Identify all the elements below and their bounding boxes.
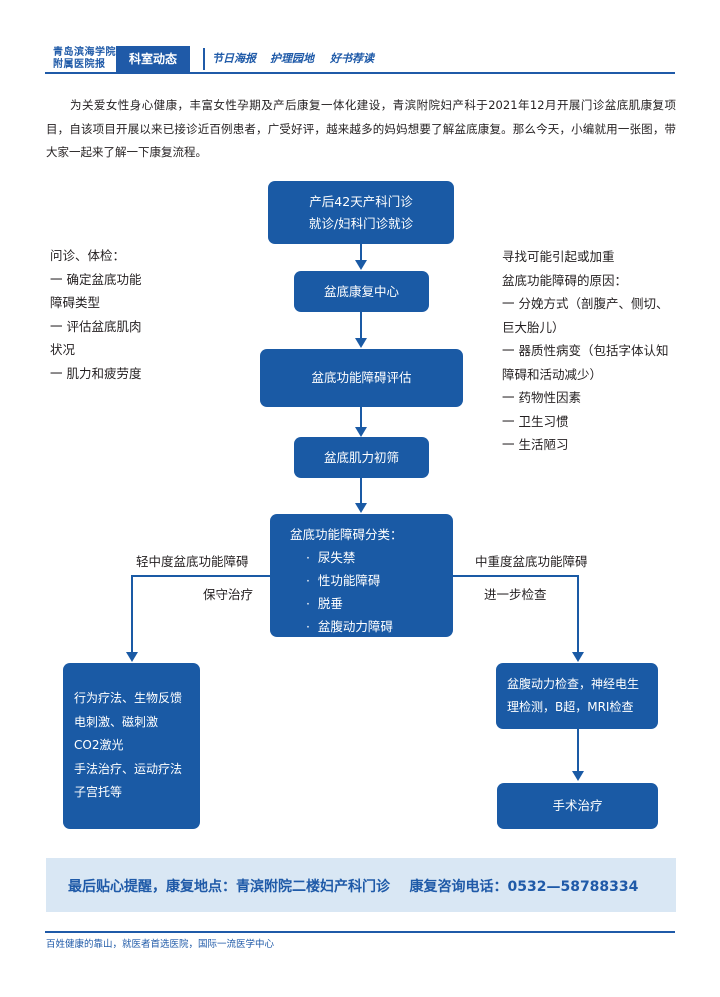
flow-step1-line2: 就诊/妇科门诊就诊 xyxy=(308,215,414,231)
footer-rule xyxy=(45,931,675,933)
left-branch-label: 轻中度盆底功能障碍 xyxy=(136,554,249,569)
footer-slogan: 百姓健康的靠山，就医者首选医院，国际一流医学中心 xyxy=(46,939,275,950)
header-divider xyxy=(203,48,205,70)
connector xyxy=(360,244,362,261)
classification-item: · 尿失禁 xyxy=(306,550,356,565)
classification-title: 盆底功能障碍分类： xyxy=(290,527,403,542)
treatment-line: 电刺激、磁刺激 xyxy=(74,714,159,729)
surgery-box: 手术治疗 xyxy=(497,783,658,829)
classification-item: · 盆腹动力障碍 xyxy=(306,619,393,634)
hospital-logo-line1: 青岛滨海学院 xyxy=(53,47,116,58)
right-note-line: 障碍和活动减少） xyxy=(502,366,603,382)
treatment-line: 手法治疗、运动疗法 xyxy=(74,761,183,776)
header-link-book-reading[interactable]: 好书荐读 xyxy=(330,52,374,65)
right-note-line: 一 卫生习惯 xyxy=(502,413,569,429)
further-exam-box: 盆腹动力检查，神经电生 理检测，B超，MRI检查 xyxy=(496,663,658,729)
left-note-line: 障碍类型 xyxy=(50,295,101,310)
arrow-down-icon xyxy=(355,260,367,270)
flow-step-classification: 盆底功能障碍分类： · 尿失禁 · 性功能障碍 · 脱垂 · 盆腹动力障碍 xyxy=(270,514,453,637)
left-note-line: 一 确定盆底功能 xyxy=(50,271,142,287)
arrow-down-icon xyxy=(355,427,367,437)
classification-item: · 脱垂 xyxy=(306,596,343,611)
left-note-line: 问诊、体检： xyxy=(50,248,126,263)
right-note-line: 一 分娩方式（剖腹产、侧切、 xyxy=(502,296,669,311)
right-branch-label: 中重度盆底功能障碍 xyxy=(475,554,588,569)
connector xyxy=(360,478,362,503)
left-note-line: 一 评估盆底肌肉 xyxy=(50,318,142,334)
flow-step-dysfunction-assessment: 盆底功能障碍评估 xyxy=(260,349,463,407)
arrow-down-icon xyxy=(572,652,584,662)
flow-step-obstetric-clinic: 产后42天产科门诊 就诊/妇科门诊就诊 xyxy=(268,181,454,244)
conservative-treatment-box: 行为疗法、生物反馈 电刺激、磁刺激 CO2激光 手法治疗、运动疗法 子宫托等 xyxy=(63,663,200,829)
arrow-down-icon xyxy=(126,652,138,662)
treatment-line: CO2激光 xyxy=(74,738,124,752)
connector xyxy=(131,575,133,653)
right-note-line: 一 生活陋习 xyxy=(502,437,569,452)
right-note: 寻找可能引起或加重 盆底功能障碍的原因： 一 分娩方式（剖腹产、侧切、 巨大胎儿… xyxy=(502,245,687,457)
flow-step1-line1: 产后42天产科门诊 xyxy=(309,193,413,209)
header-link-nursing[interactable]: 护理园地 xyxy=(270,52,314,65)
right-note-line: 巨大胎儿） xyxy=(502,319,565,335)
arrow-down-icon xyxy=(355,338,367,348)
right-branch-sublabel: 进一步检查 xyxy=(484,587,547,602)
connector xyxy=(360,407,362,427)
connector xyxy=(577,575,579,653)
right-note-line: 寻找可能引起或加重 xyxy=(502,249,615,264)
left-note-line: 状况 xyxy=(50,342,76,357)
connector xyxy=(577,729,579,771)
connector xyxy=(360,312,362,338)
treatment-line: 行为疗法、生物反馈 xyxy=(74,691,183,705)
treatment-line: 子宫托等 xyxy=(74,785,123,799)
classification-item: · 性功能障碍 xyxy=(306,573,381,588)
header-link-holiday-poster[interactable]: 节日海报 xyxy=(212,52,256,65)
right-note-line: 一 器质性病变（包括字体认知 xyxy=(502,343,669,358)
hospital-logo-line2: 附属医院报 xyxy=(53,59,106,70)
flow-step-muscle-screening: 盆底肌力初筛 xyxy=(294,437,429,478)
section-tab[interactable]: 科室动态 xyxy=(116,46,190,72)
tip-text: 最后贴心提醒，康复地点：青滨附院二楼妇产科门诊 康复咨询电话：0532—5878… xyxy=(68,879,639,895)
exam-line: 盆腹动力检查，神经电生 xyxy=(507,677,640,691)
connector xyxy=(453,575,579,577)
exam-line: 理检测，B超，MRI检查 xyxy=(507,700,634,714)
right-note-line: 盆底功能障碍的原因： xyxy=(502,272,628,288)
header-rule xyxy=(45,72,675,74)
arrow-down-icon xyxy=(572,771,584,781)
flow-step-rehab-center: 盆底康复中心 xyxy=(294,271,429,312)
left-note-line: 一 肌力和疲劳度 xyxy=(50,365,142,381)
intro-paragraph: 为关爱女性身心健康，丰富女性孕期及产后康复一体化建设，青滨附院妇产科于2021年… xyxy=(46,98,676,159)
right-note-line: 一 药物性因素 xyxy=(502,390,581,405)
arrow-down-icon xyxy=(355,503,367,513)
left-branch-sublabel: 保守治疗 xyxy=(203,587,254,602)
connector xyxy=(131,575,270,577)
left-note: 问诊、体检： 一 确定盆底功能 障碍类型 一 评估盆底肌肉 状况 一 肌力和疲劳… xyxy=(50,244,160,385)
tip-banner xyxy=(46,858,676,912)
